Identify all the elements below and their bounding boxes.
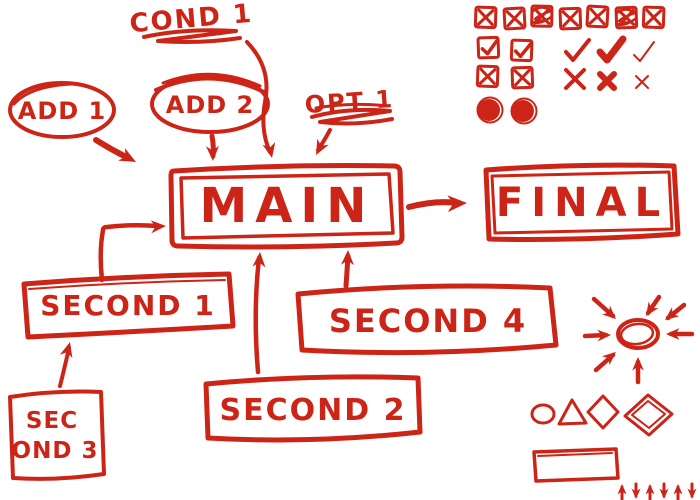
edge-opt1-to-main <box>310 128 332 159</box>
node-second2: SECOND 2 <box>203 374 423 443</box>
mini-up-down-arrows-doodle <box>617 482 697 500</box>
node-second3: SEC OND 3 <box>8 389 106 481</box>
edge-add1-to-main <box>93 137 140 169</box>
add2-label: ADD 2 <box>166 91 254 119</box>
x-mark-thin-icon <box>635 75 649 89</box>
node-final: FINAL <box>483 162 681 242</box>
circle-shape-icon <box>530 403 556 425</box>
edge-second4-to-main <box>340 249 355 289</box>
edge-second2-to-main <box>252 251 267 375</box>
check-overstroke <box>515 42 532 58</box>
add1-label: ADD 1 <box>18 97 106 125</box>
second3-label-line1: SEC <box>26 408 78 434</box>
x-checkbox-icon <box>502 6 527 31</box>
scribble-icon <box>531 6 553 25</box>
opt1-scribble-underline <box>310 107 394 126</box>
rectangle-shape-icon <box>532 447 620 483</box>
converging-arrows-doodle <box>582 294 695 385</box>
triangle-shape-icon <box>557 398 588 426</box>
second1-label: SECOND 1 <box>40 289 216 322</box>
node-second4: SECOND 4 <box>295 283 559 356</box>
x-checkbox-icon <box>473 5 498 30</box>
checkmark-icon <box>564 38 591 62</box>
opt1-strike-scribble <box>314 102 390 110</box>
second4-label: SECOND 4 <box>329 302 527 340</box>
x-checkbox-icon <box>641 5 666 30</box>
node-opt1: OPT 1 <box>304 85 395 126</box>
cond1-scribble-underline <box>142 28 242 44</box>
filled-circle-icon <box>476 96 504 124</box>
node-main: MAIN <box>168 163 405 250</box>
node-second1: SECOND 1 <box>21 271 236 340</box>
main-label: MAIN <box>200 178 375 234</box>
node-add1: ADD 1 <box>8 81 116 139</box>
second2-label: SECOND 2 <box>220 393 407 428</box>
x-checkbox-icon <box>585 4 610 29</box>
checked-checkbox-icon <box>476 35 501 60</box>
checkbox-grid <box>473 4 666 125</box>
edge-second3-to-second1 <box>58 340 77 388</box>
edge-main-to-final <box>406 194 468 213</box>
arrowhead-icon <box>262 141 279 160</box>
edge-second1-to-main <box>98 219 167 283</box>
x-checkbox-icon <box>558 6 583 31</box>
rotated-square-shape-icon <box>623 393 674 437</box>
x-checkbox-icon <box>475 64 500 89</box>
checkmark-bold-icon <box>596 35 627 64</box>
edge-cond1-to-main <box>245 40 279 160</box>
edge-add2-to-main <box>205 133 220 162</box>
x-mark-bold-icon <box>597 71 617 91</box>
second3-label-line2: OND 3 <box>12 438 99 464</box>
cond1-label: COND 1 <box>128 0 254 39</box>
checkmark-thin-icon <box>633 41 655 62</box>
shapes-row-doodle <box>530 393 674 437</box>
node-add2: ADD 2 <box>150 72 270 134</box>
node-cond1: COND 1 <box>128 0 254 44</box>
x-mark-icon <box>564 68 586 90</box>
x-checkbox-icon <box>510 65 535 90</box>
arrowhead-icon <box>118 147 140 169</box>
diamond-shape-icon <box>586 394 620 430</box>
arrowhead-icon <box>310 138 329 159</box>
final-label: FINAL <box>496 180 668 226</box>
filled-circle-icon <box>510 97 538 125</box>
